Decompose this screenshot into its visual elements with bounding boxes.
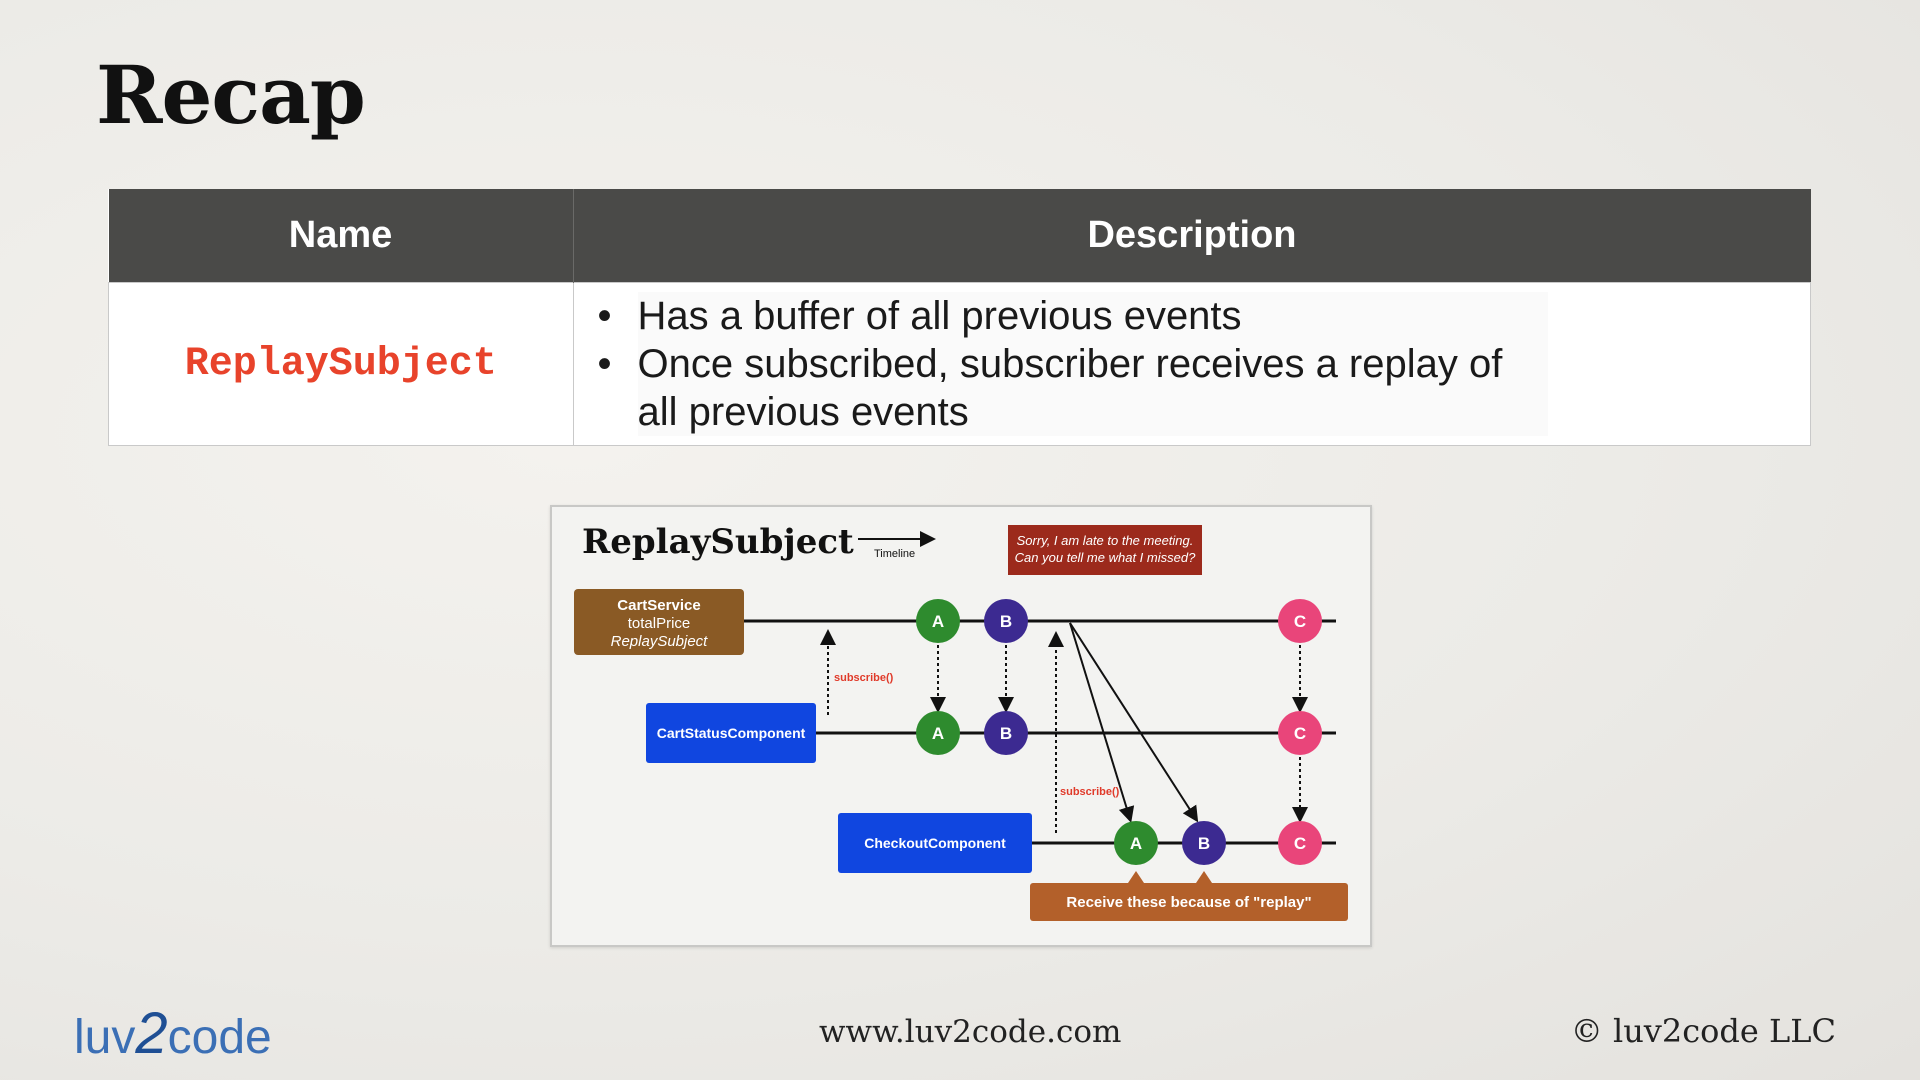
svg-text:B: B	[1000, 612, 1012, 631]
replay-callout-box	[1030, 883, 1348, 921]
replay-callout-text: Receive these because of "replay"	[1066, 894, 1311, 911]
cartstatus-label: CartStatusComponent	[657, 725, 806, 741]
table-header-row: Name Description	[108, 189, 1811, 283]
svg-text:B: B	[1000, 724, 1012, 743]
svg-text:C: C	[1294, 612, 1306, 631]
diagram-title: ReplaySubject	[582, 522, 854, 562]
svg-text:C: C	[1294, 724, 1306, 743]
checkout-label: CheckoutComponent	[864, 835, 1006, 851]
footer-url: www.luv2code.com	[819, 1014, 1122, 1050]
cartservice-name: CartService	[617, 597, 700, 614]
speech-line-1: Sorry, I am late to the meeting.	[1017, 533, 1194, 548]
replaysubject-diagram: ReplaySubject Timeline Sorry, I am late …	[550, 505, 1372, 947]
replay-arrow-b	[1069, 622, 1199, 823]
event-a-service: A	[916, 599, 960, 643]
svg-text:A: A	[1130, 834, 1142, 853]
cartservice-prop: totalPrice	[628, 615, 691, 632]
list-item: • Once subscribed, subscriber receives a…	[598, 340, 1811, 436]
cartservice-box	[574, 589, 744, 655]
event-a-checkout: A	[1114, 821, 1158, 865]
speech-box	[1008, 525, 1202, 575]
header-description: Description	[573, 189, 1811, 283]
cartstatus-box	[646, 703, 816, 763]
logo-part-1: luv	[74, 1011, 136, 1064]
subscribe-label-1: subscribe()	[834, 672, 894, 684]
description-text: Has a buffer of all previous events	[637, 292, 1548, 340]
cell-name: ReplaySubject	[108, 282, 574, 446]
svg-text:C: C	[1294, 834, 1306, 853]
event-c-service: C	[1278, 599, 1322, 643]
diagram-svg: ReplaySubject Timeline Sorry, I am late …	[574, 522, 1348, 921]
header-name: Name	[108, 189, 574, 283]
replay-arrow-a	[1069, 622, 1135, 823]
event-b-status: B	[984, 711, 1028, 755]
description-list: • Has a buffer of all previous events • …	[574, 292, 1811, 436]
svg-text:B: B	[1198, 834, 1210, 853]
bullet-icon: •	[597, 294, 612, 338]
bullet-icon: •	[597, 342, 612, 386]
event-b-service: B	[984, 599, 1028, 643]
logo-part-2: 2	[135, 1001, 168, 1066]
event-a-status: A	[916, 711, 960, 755]
callout-pointer-b	[1196, 871, 1212, 883]
subscribe-label-2: subscribe()	[1060, 786, 1120, 798]
recap-table: Name Description ReplaySubject • Has a b…	[108, 189, 1811, 446]
speech-line-2: Can you tell me what I missed?	[1015, 550, 1196, 565]
svg-text:A: A	[932, 612, 944, 631]
footer-copyright: © luv2code LLC	[1570, 1012, 1836, 1050]
event-c-status: C	[1278, 711, 1322, 755]
event-c-checkout: C	[1278, 821, 1322, 865]
slide-title: Recap	[96, 48, 366, 142]
checkout-box	[838, 813, 1032, 873]
timeline-label: Timeline	[874, 548, 915, 560]
list-item: • Has a buffer of all previous events	[598, 292, 1811, 340]
luv2code-logo: luv2code	[74, 1000, 272, 1067]
cell-description: • Has a buffer of all previous events • …	[572, 282, 1811, 446]
logo-part-3: code	[167, 1011, 272, 1064]
table-row: ReplaySubject • Has a buffer of all prev…	[108, 282, 1811, 446]
cartservice-type: ReplaySubject	[611, 633, 709, 650]
event-b-checkout: B	[1182, 821, 1226, 865]
callout-pointer-a	[1128, 871, 1144, 883]
description-text: Once subscribed, subscriber receives a r…	[637, 340, 1548, 436]
svg-text:A: A	[932, 724, 944, 743]
